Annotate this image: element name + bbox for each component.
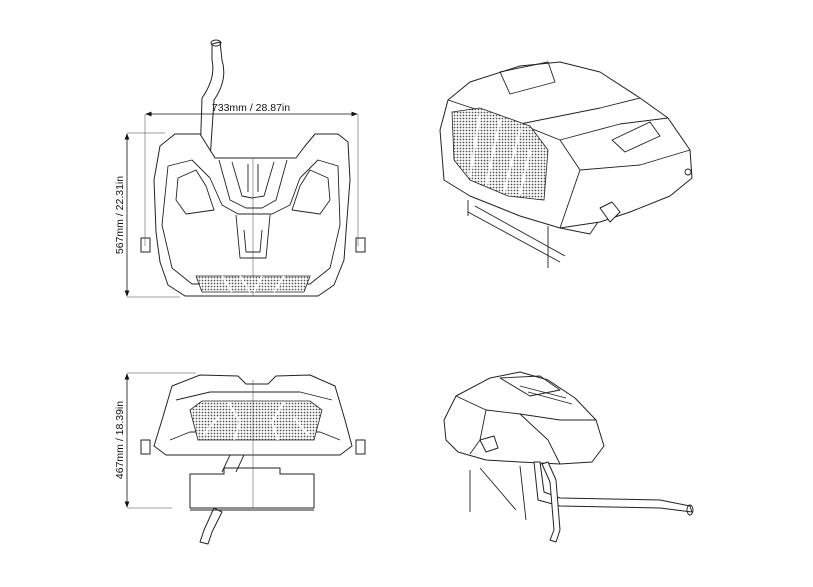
rear-lower-box xyxy=(189,467,315,509)
depth-dimension-label: 467mm / 18.39in xyxy=(114,401,126,479)
width-dimension-label: 733mm / 28.87in xyxy=(212,102,290,114)
rear-grille xyxy=(189,400,323,441)
iso-side-bracket xyxy=(479,435,499,453)
front-body-outline xyxy=(153,133,351,297)
left-bracket xyxy=(140,237,151,253)
rear-left-bracket xyxy=(140,439,151,455)
height-dimension-label: 567mm / 22.31in xyxy=(114,176,126,254)
front-view: 733mm / 28.87in 567mm / 22.31in xyxy=(114,39,366,298)
pipe-end xyxy=(210,39,222,47)
front-lower-grille xyxy=(195,275,311,293)
right-bracket xyxy=(355,237,366,253)
isometric-front-view xyxy=(439,61,693,268)
isometric-side-view xyxy=(443,371,694,543)
iso-bracket xyxy=(599,201,621,223)
rear-pipe xyxy=(199,507,223,545)
rear-view: 467mm / 18.39in xyxy=(114,372,366,545)
rear-right-bracket xyxy=(355,439,366,455)
